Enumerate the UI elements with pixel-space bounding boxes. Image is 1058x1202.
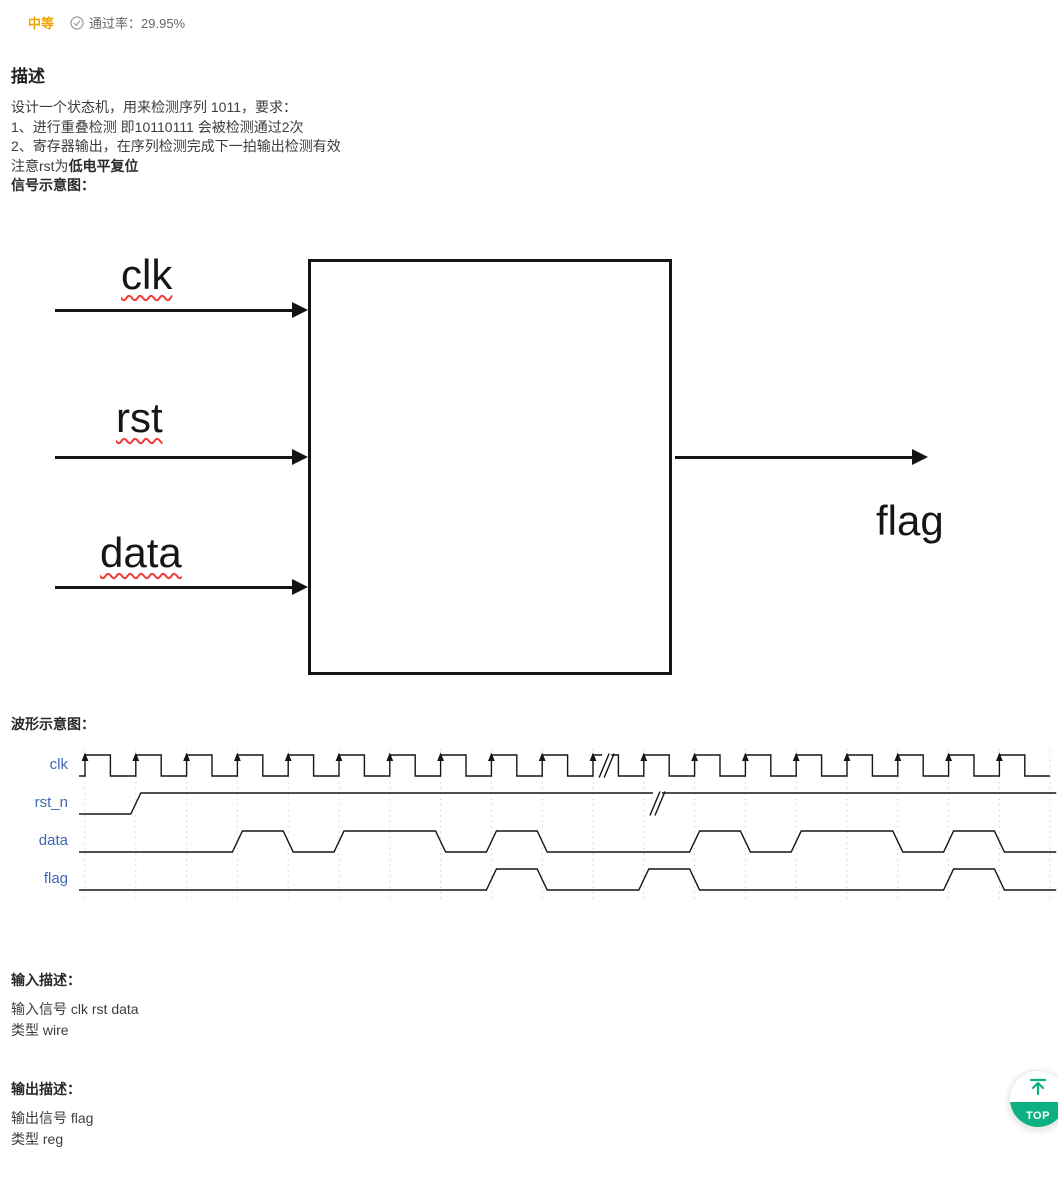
- desc-note-bold: 低电平复位: [68, 157, 139, 174]
- desc-line-3: 2、寄存器输出，在序列检测完成下一拍输出检测有效: [11, 138, 341, 154]
- problem-meta-row: 中等 通过率：29.95%: [0, 0, 1058, 32]
- rst-input-arrow: [55, 449, 308, 465]
- waveform-label-rst-n: rst_n: [34, 794, 68, 811]
- input-label-clk: clk: [121, 250, 173, 298]
- description-body: 设计一个状态机，用来检测序列 1011，要求： 1、进行重叠检测 即101101…: [11, 98, 1058, 196]
- problem-page: 中等 通过率：29.95% 描述 设计一个状态机，用来检测序列 1011，要求：…: [0, 0, 1058, 1150]
- signal-diagram-heading: 信号示意图：: [11, 177, 95, 193]
- back-to-top-button[interactable]: TOP: [1009, 1070, 1058, 1128]
- output-label-flag: flag: [876, 496, 944, 544]
- desc-note: 注意rst为低电平复位: [11, 157, 1058, 177]
- difficulty-badge: 中等: [28, 16, 55, 31]
- desc-note-prefix: 注意rst为: [11, 157, 69, 174]
- clk-input-arrow: [55, 302, 308, 318]
- desc-line-2: 1、进行重叠检测 即10110111 会被检测通过2次: [11, 118, 304, 135]
- input-signals-line: 输入信号 clk rst data: [11, 1000, 139, 1017]
- fsm-box: [308, 258, 672, 675]
- waveform-label-flag: flag: [43, 870, 68, 887]
- output-type-line: 类型 reg: [11, 1130, 64, 1147]
- waveform-label-clk: clk: [49, 756, 68, 773]
- input-desc-heading: 输入描述：: [11, 971, 81, 988]
- input-label-rst: rst: [116, 393, 163, 441]
- output-desc-heading: 输出描述：: [11, 1080, 81, 1097]
- top-arrow-icon: [1029, 1078, 1047, 1096]
- input-type-line: 类型 wire: [11, 1021, 69, 1038]
- input-description-section: 输入描述： 输入信号 clk rst data 类型 wire: [11, 970, 1058, 1041]
- pass-rate: 通过率：29.95%: [70, 13, 185, 32]
- waveform-svg: [79, 748, 1057, 901]
- description-heading: 描述: [11, 67, 45, 86]
- pass-rate-text: 通过率：29.95%: [89, 16, 186, 31]
- waveform-label-data: data: [38, 832, 68, 849]
- top-button-label: TOP: [1026, 1110, 1050, 1122]
- waveform-heading: 波形示意图：: [11, 715, 95, 732]
- flag-output-arrow: [675, 449, 928, 465]
- block-diagram: clk rst data flag: [0, 249, 1058, 689]
- output-signals-line: 输出信号 flag: [11, 1109, 94, 1126]
- waveform-diagram: clk rst_n data flag: [0, 747, 1058, 905]
- input-label-data: data: [100, 528, 182, 576]
- output-description-section: 输出描述： 输出信号 flag 类型 reg: [11, 1079, 1058, 1150]
- desc-line-1: 设计一个状态机，用来检测序列 1011，要求：: [11, 99, 297, 115]
- top-button-band: [1010, 1102, 1058, 1127]
- data-input-arrow: [55, 579, 308, 595]
- check-circle-icon: [70, 15, 84, 30]
